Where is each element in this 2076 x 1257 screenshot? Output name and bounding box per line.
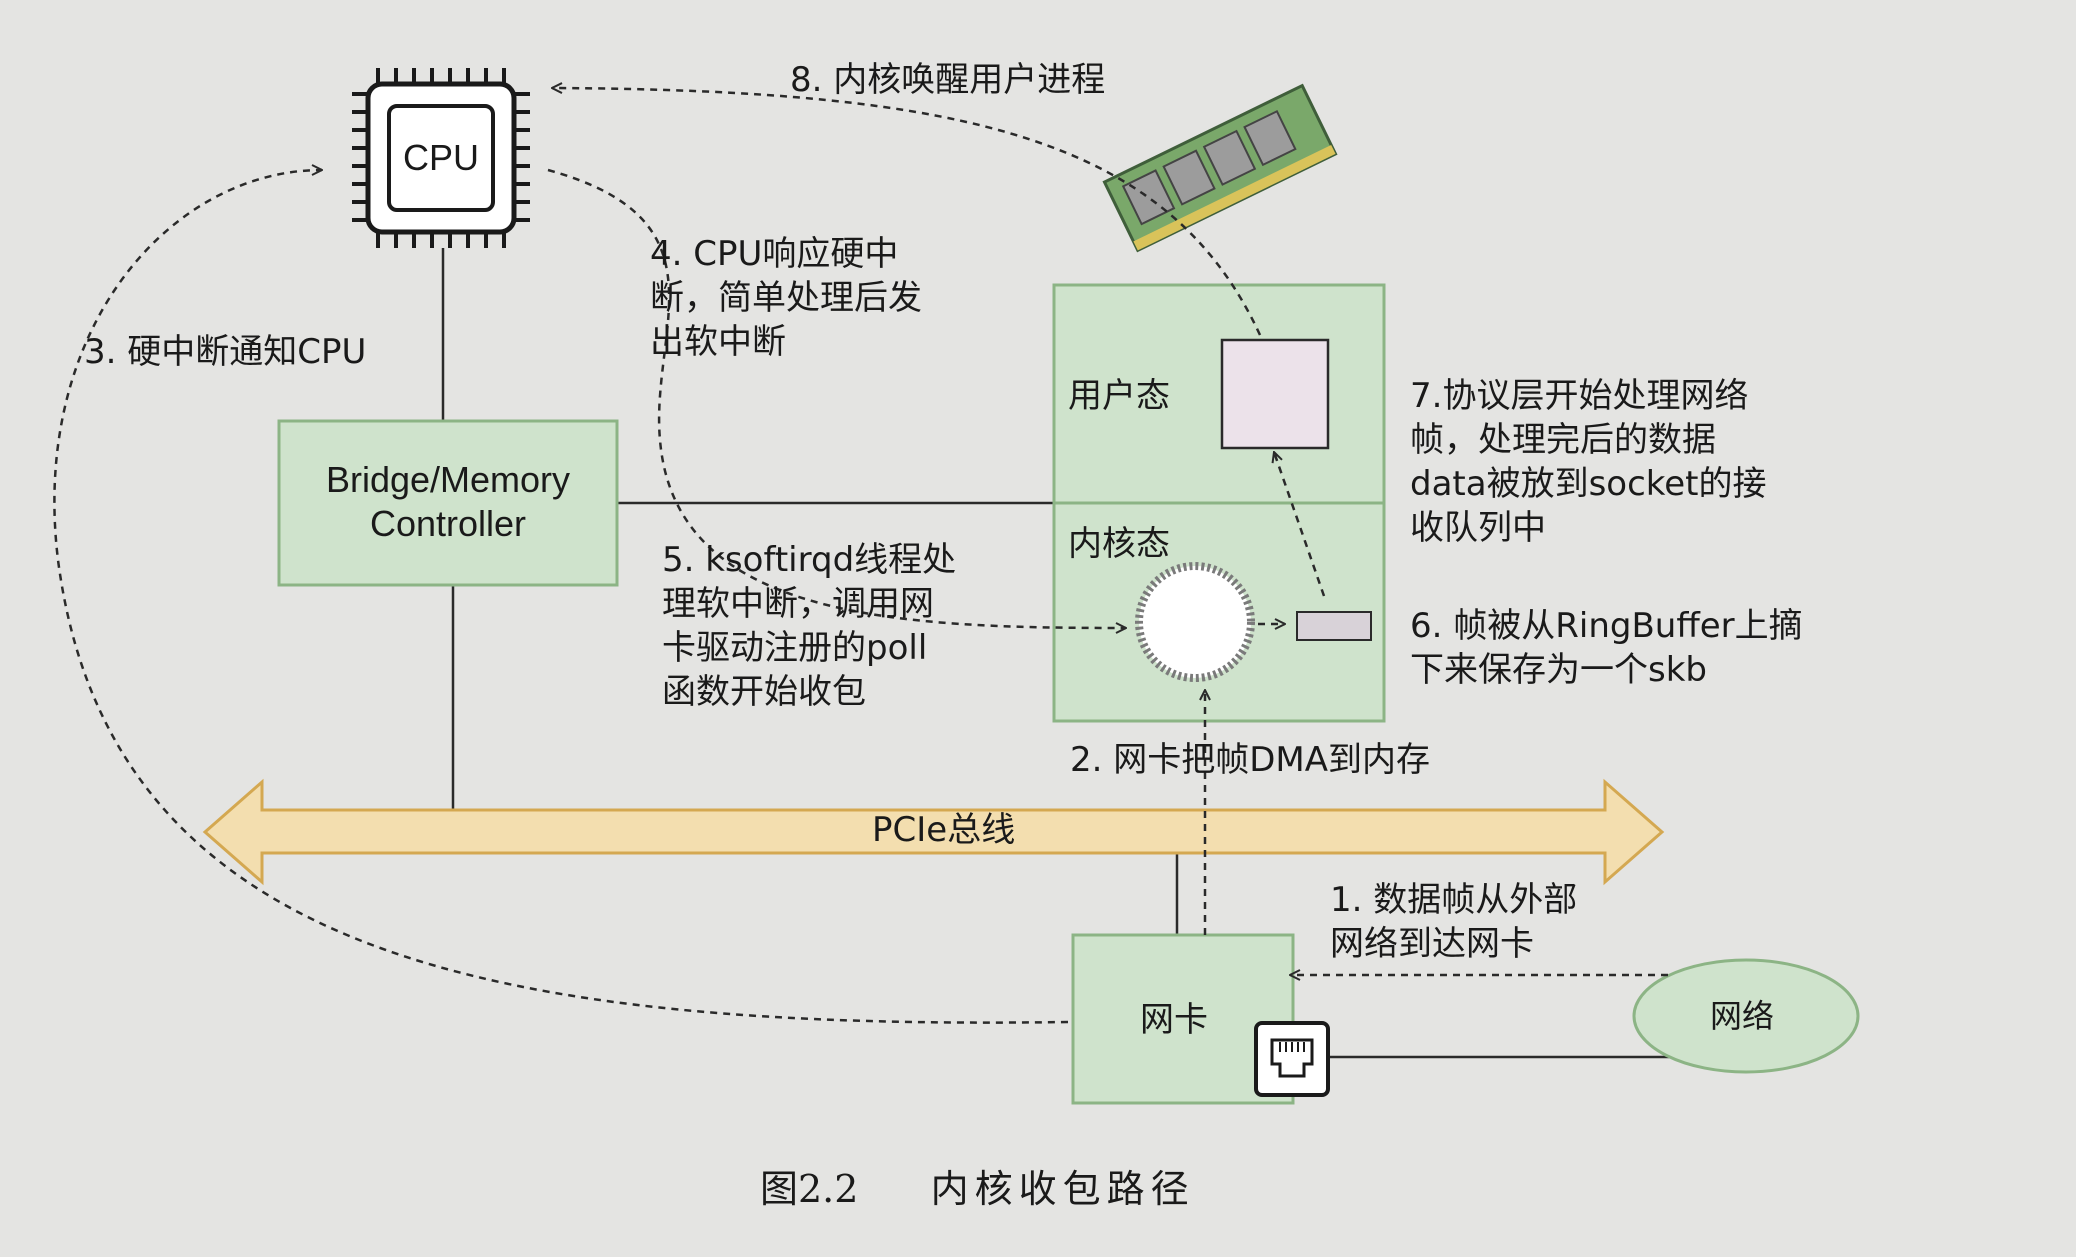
flow-arrows: [53, 88, 1668, 1024]
cpu-label: CPU: [403, 137, 479, 178]
cpu-chip-icon: CPU: [352, 68, 530, 248]
network-label: 网络: [1710, 997, 1775, 1035]
kernel-space-label: 内核态: [1068, 524, 1170, 564]
pcie-bus-label: PCIe总线: [872, 810, 1016, 850]
step1-text: 1. 数据帧从外部 网络到达网卡: [1330, 880, 1578, 964]
step6-text: 6. 帧被从RingBuffer上摘 下来保存为一个skb: [1410, 606, 1803, 690]
pcie-bus-arrow: [202, 778, 1665, 886]
figure-caption: 图2.2 内核收包路径: [760, 1158, 1195, 1213]
ring-buffer-icon: [1135, 562, 1255, 682]
network-ellipse: [1632, 958, 1860, 1074]
figure-number: 图2.2: [760, 1167, 859, 1211]
memory-box: [1052, 283, 1386, 723]
user-space-label: 用户态: [1068, 376, 1170, 416]
step2-text: 2. 网卡把帧DMA到内存: [1070, 740, 1431, 780]
connector-lines: [441, 248, 1688, 1059]
user-process-buffer: [1220, 338, 1330, 450]
ethernet-port-icon: [1254, 1021, 1330, 1097]
nic-label: 网卡: [1140, 1000, 1208, 1040]
step7-text: 7.协议层开始处理网络 帧，处理完后的数据 data被放到socket的接 收队…: [1410, 376, 1767, 548]
bridge-memory-controller-box: [277, 419, 619, 587]
memory-module-icon: [1102, 83, 1338, 253]
step4-5-arrow: [547, 168, 1126, 628]
step8-text: 8. 内核唤醒用户进程: [790, 60, 1106, 100]
step3-text: 3. 硬中断通知CPU: [84, 332, 367, 372]
skb-block: [1296, 611, 1372, 641]
step5-text: 5. ksoftirqd线程处 理软中断，调用网 卡驱动注册的poll 函数开始…: [662, 540, 957, 712]
step3-arrow: [53, 170, 1069, 1024]
step8-arrow: [552, 88, 1262, 336]
step4-text: 4. CPU响应硬中 断，简单处理后发 出软中断: [650, 234, 922, 362]
bridge-label-line2: Controller: [369, 503, 527, 544]
bridge-controller-label: Bridge/Memory Controller: [279, 458, 617, 546]
figure-title: 内核收包路径: [930, 1167, 1195, 1211]
bridge-label-line1: Bridge/Memory: [325, 459, 571, 500]
